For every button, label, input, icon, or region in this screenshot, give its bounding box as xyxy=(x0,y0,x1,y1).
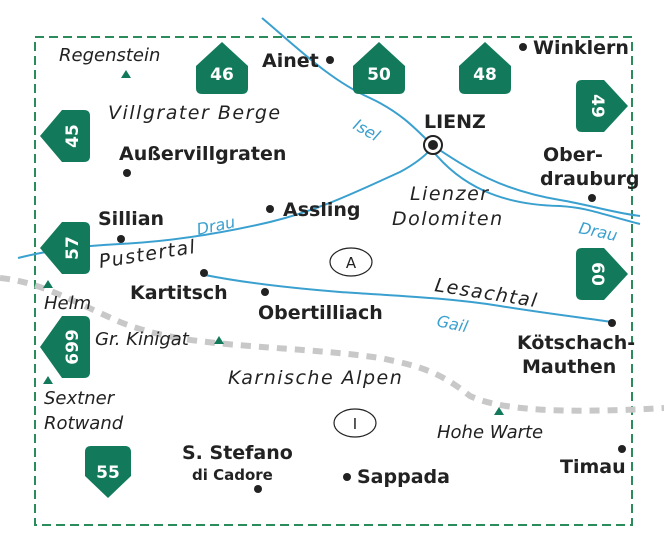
town-dot-ausservillgraten xyxy=(123,169,131,177)
river-label-drau-west: Drau xyxy=(195,212,237,239)
region-label-lienzer-2: Dolomiten xyxy=(392,208,504,230)
sheet-badge-45[interactable]: 45 xyxy=(40,110,90,162)
sheet-badge-49-label: 49 xyxy=(587,94,607,118)
peak-icon-kinigat xyxy=(214,336,224,344)
sheet-badge-48[interactable]: 48 xyxy=(459,42,511,94)
town-label-sillian: Sillian xyxy=(98,208,164,230)
town-dot-sappada xyxy=(343,473,351,481)
town-label-stefano-1: S. Stefano xyxy=(182,442,293,464)
sheet-badge-699[interactable]: 699 xyxy=(40,316,90,378)
town-label-obertilliach: Obertilliach xyxy=(258,302,383,324)
country-oval-italy xyxy=(333,408,377,438)
peak-icon-hohe-warte xyxy=(494,407,504,415)
town-label-sappada: Sappada xyxy=(357,466,450,488)
peak-icon-regenstein xyxy=(121,70,131,78)
region-label-lesachtal: Lesachtal xyxy=(433,274,539,312)
town-dot-sillian xyxy=(117,235,125,243)
town-label-kartitsch: Kartitsch xyxy=(130,282,228,304)
sheet-badge-45-label: 45 xyxy=(63,124,83,148)
river-label-isel: Isel xyxy=(350,115,384,145)
town-label-ainet: Ainet xyxy=(262,50,319,72)
river-label-gail: Gail xyxy=(435,311,470,336)
peak-icon-helm xyxy=(43,280,53,288)
town-label-stefano-2: di Cadore xyxy=(192,466,273,484)
town-label-assling: Assling xyxy=(283,199,360,221)
town-label-ausservillgraten: Außervillgraten xyxy=(119,143,286,165)
sheet-badge-50[interactable]: 50 xyxy=(353,42,405,94)
town-label-winklern: Winklern xyxy=(533,37,629,59)
sheet-badge-49[interactable]: 49 xyxy=(576,80,628,132)
town-label-oberdrauburg-1: Ober- xyxy=(543,144,603,166)
town-dot-stefano xyxy=(254,485,262,493)
peak-label-helm: Helm xyxy=(44,293,91,314)
sheet-badge-55[interactable]: 55 xyxy=(85,446,131,498)
town-dot-koetschach xyxy=(608,319,616,327)
sheet-badge-50-label: 50 xyxy=(367,65,391,85)
town-dot-kartitsch xyxy=(200,269,208,277)
map-frame xyxy=(34,36,633,526)
sheet-badge-55-label: 55 xyxy=(96,463,120,483)
peak-label-sextner-2: Rotwand xyxy=(44,413,124,434)
town-dot-ainet xyxy=(326,56,334,64)
sheet-badge-699-label: 699 xyxy=(63,329,83,365)
town-label-lienz: LIENZ xyxy=(424,111,486,133)
peak-label-regenstein: Regenstein xyxy=(59,45,160,66)
sheet-badge-57-label: 57 xyxy=(63,236,83,260)
town-dot-oberdrauburg xyxy=(588,194,596,202)
country-border xyxy=(0,275,664,414)
town-label-timau: Timau xyxy=(560,456,626,478)
sheet-badge-48-label: 48 xyxy=(473,65,497,85)
peak-icon-sextner xyxy=(43,376,53,384)
river-drau-east xyxy=(431,149,641,225)
river-label-drau-east: Drau xyxy=(577,218,619,245)
town-dot-winklern xyxy=(519,43,527,51)
peak-label-sextner-1: Sextner xyxy=(44,388,116,409)
town-dot-timau xyxy=(618,445,626,453)
sheet-badge-46[interactable]: 46 xyxy=(196,42,248,94)
town-dot-lienz xyxy=(428,140,438,150)
region-label-karnische: Karnische Alpen xyxy=(228,367,403,389)
country-label-italy: I xyxy=(353,415,357,433)
peak-label-hohe-warte: Hohe Warte xyxy=(437,422,543,443)
river-gail xyxy=(204,274,613,323)
town-label-koetschach-2: Mauthen xyxy=(522,356,616,378)
sheet-badge-60-label: 60 xyxy=(587,262,607,286)
town-dot-assling xyxy=(266,205,274,213)
sheet-badge-57[interactable]: 57 xyxy=(40,222,90,274)
region-label-lienzer-1: Lienzer xyxy=(410,183,490,205)
country-oval-austria xyxy=(329,247,373,277)
town-label-koetschach-1: Kötschach- xyxy=(517,332,635,354)
peak-label-kinigat: Gr. Kinigat xyxy=(95,329,190,350)
sheet-badge-60[interactable]: 60 xyxy=(576,248,628,300)
country-label-austria: A xyxy=(346,254,357,272)
town-label-oberdrauburg-2: drauburg xyxy=(540,168,639,190)
sheet-badge-46-label: 46 xyxy=(210,65,234,85)
region-label-villgrater: Villgrater Berge xyxy=(108,102,282,124)
town-dot-obertilliach xyxy=(261,288,269,296)
